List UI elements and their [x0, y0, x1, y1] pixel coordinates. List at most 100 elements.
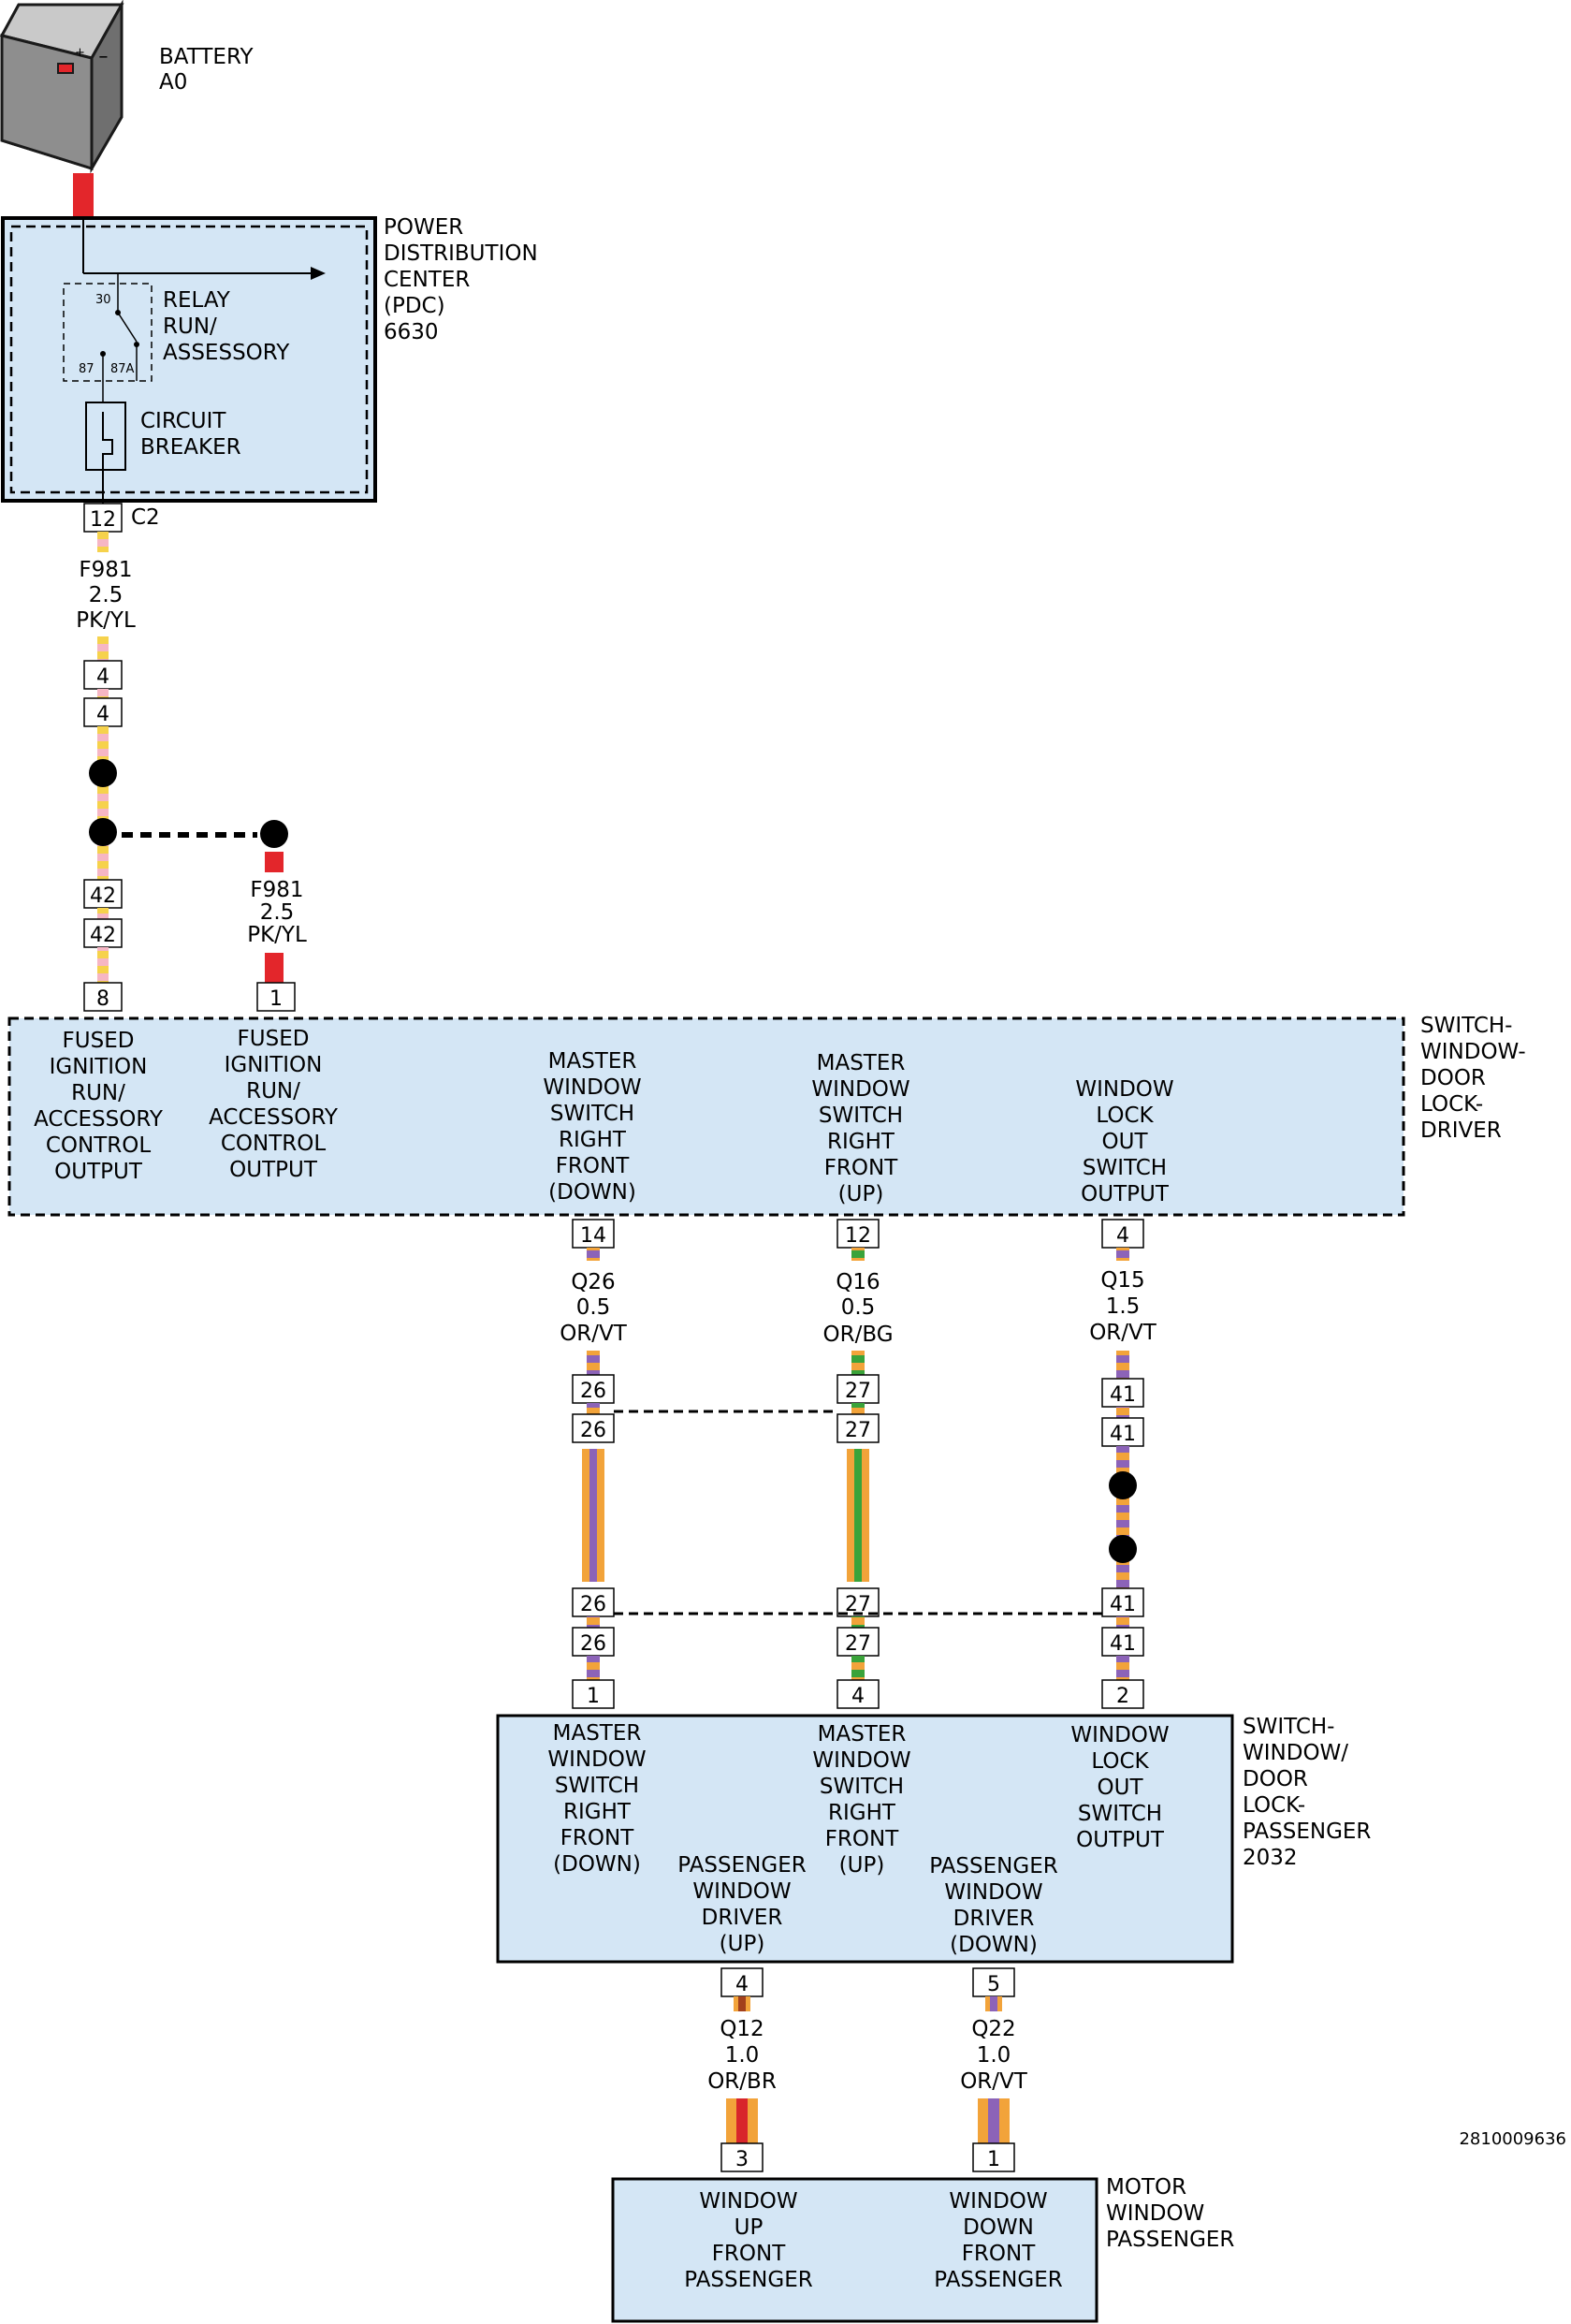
- svg-text:OR/BR: OR/BR: [707, 2069, 777, 2094]
- svg-text:PASSENGER: PASSENGER: [1106, 2228, 1234, 2252]
- svg-text:OUT: OUT: [1098, 1776, 1144, 1800]
- svg-text:Q16: Q16: [836, 1270, 880, 1294]
- svg-text:6630: 6630: [384, 320, 439, 344]
- wire-f981-seg2: [97, 636, 109, 661]
- svg-text:POWER: POWER: [384, 215, 463, 240]
- driver-pin-8: [83, 982, 123, 1012]
- inline-pin-26c: [572, 1587, 615, 1617]
- svg-text:LOCK-: LOCK-: [1420, 1092, 1483, 1117]
- diagram-id: 2810009636: [1459, 2129, 1566, 2149]
- pdc-pin-12: [83, 503, 123, 533]
- svg-text:FRONT: FRONT: [824, 1156, 899, 1180]
- svg-text:4: 4: [851, 1685, 865, 1708]
- svg-text:SWITCH: SWITCH: [819, 1104, 903, 1128]
- inline-pin-41a: [1101, 1378, 1144, 1408]
- svg-text:4: 4: [96, 665, 109, 689]
- svg-text:OUT: OUT: [1102, 1130, 1149, 1154]
- circuit-breaker-icon: [85, 402, 126, 471]
- pass-func-driver-up: PASSENGER WINDOW DRIVER (UP): [677, 1853, 806, 1956]
- svg-text:(UP): (UP): [838, 1182, 884, 1206]
- pass-pin-4-bottom: [720, 1967, 764, 1997]
- svg-text:26: 26: [580, 1419, 606, 1442]
- driver-switch-title: SWITCH- WINDOW- DOOR LOCK- DRIVER: [1420, 1014, 1526, 1143]
- driver-func-fused-ign-b: FUSED IGNITION RUN/ ACCESSORY CONTROL OU…: [209, 1027, 339, 1182]
- svg-text:WINDOW: WINDOW: [547, 1747, 646, 1772]
- driver-func-mws-down: MASTER WINDOW SWITCH RIGHT FRONT (DOWN): [543, 1049, 641, 1205]
- svg-text:WINDOW: WINDOW: [543, 1075, 641, 1100]
- svg-text:+: +: [75, 46, 85, 60]
- svg-text:CIRCUIT: CIRCUIT: [140, 409, 226, 433]
- driver-func-mws-up: MASTER WINDOW SWITCH RIGHT FRONT (UP): [811, 1051, 909, 1206]
- svg-text:CENTER: CENTER: [384, 268, 470, 292]
- svg-text:WINDOW: WINDOW: [811, 1077, 909, 1102]
- wire-q12-seg1: [734, 1996, 750, 2011]
- svg-text:WINDOW: WINDOW: [812, 1748, 910, 1773]
- svg-text:FRONT: FRONT: [560, 1826, 635, 1850]
- svg-text:DRIVER: DRIVER: [702, 1906, 783, 1930]
- passenger-switch-title: SWITCH- WINDOW/ DOOR LOCK- PASSENGER 203…: [1243, 1715, 1371, 1870]
- svg-text:RIGHT: RIGHT: [559, 1128, 627, 1152]
- svg-text:WINDOW: WINDOW: [944, 1880, 1042, 1905]
- motor-func-window-down: WINDOW DOWN FRONT PASSENGER: [934, 2189, 1062, 2292]
- svg-text:PASSENGER: PASSENGER: [677, 1853, 806, 1878]
- pass-func-lockout: WINDOW LOCK OUT SWITCH OUTPUT: [1070, 1723, 1169, 1852]
- svg-text:RUN/: RUN/: [163, 314, 217, 339]
- svg-text:FRONT: FRONT: [556, 1154, 631, 1178]
- svg-text:1.0: 1.0: [725, 2043, 760, 2068]
- svg-text:LOCK: LOCK: [1096, 1104, 1154, 1128]
- svg-text:MASTER: MASTER: [818, 1722, 907, 1747]
- svg-text:OR/VT: OR/VT: [1089, 1321, 1157, 1345]
- svg-text:WINDOW-: WINDOW-: [1420, 1040, 1526, 1064]
- battery-id: A0: [159, 70, 187, 95]
- pass-pin-4-top: [836, 1679, 880, 1709]
- svg-text:PK/YL: PK/YL: [247, 923, 307, 947]
- svg-text:FRONT: FRONT: [712, 2242, 787, 2266]
- svg-text:42: 42: [90, 924, 116, 947]
- pass-func-driver-down: PASSENGER WINDOW DRIVER (DOWN): [929, 1854, 1057, 1957]
- svg-text:IGNITION: IGNITION: [50, 1055, 148, 1079]
- svg-text:(PDC): (PDC): [384, 294, 445, 318]
- svg-text:OR/VT: OR/VT: [560, 1322, 628, 1346]
- wire-f981-branch-label: F981 2.5 PK/YL: [247, 878, 307, 947]
- svg-text:27: 27: [845, 1419, 871, 1442]
- wire-f981-label: F981 2.5 PK/YL: [76, 558, 136, 633]
- svg-text:LOCK-: LOCK-: [1243, 1793, 1305, 1818]
- svg-text:CONTROL: CONTROL: [46, 1133, 152, 1158]
- svg-text:CONTROL: CONTROL: [221, 1132, 327, 1156]
- svg-text:(DOWN): (DOWN): [548, 1180, 636, 1205]
- relay-box: [63, 283, 153, 382]
- arrow-right-icon: [311, 267, 326, 280]
- svg-text:41: 41: [1110, 1383, 1136, 1407]
- svg-text:(DOWN): (DOWN): [553, 1852, 641, 1877]
- relay-pin-30: 30: [95, 293, 111, 307]
- svg-text:41: 41: [1110, 1593, 1136, 1616]
- svg-text:−: −: [98, 51, 109, 65]
- svg-text:1.0: 1.0: [977, 2043, 1011, 2068]
- svg-text:8: 8: [96, 987, 109, 1011]
- svg-text:4: 4: [735, 1973, 749, 1996]
- inline-pin-26b: [572, 1413, 615, 1443]
- svg-text:RUN/: RUN/: [71, 1081, 125, 1105]
- svg-text:OUTPUT: OUTPUT: [1081, 1182, 1170, 1206]
- svg-text:IGNITION: IGNITION: [225, 1053, 323, 1077]
- breaker-label: CIRCUIT BREAKER: [140, 409, 241, 460]
- svg-text:WINDOW: WINDOW: [1075, 1077, 1173, 1102]
- svg-text:1: 1: [269, 987, 283, 1011]
- svg-text:MASTER: MASTER: [548, 1049, 637, 1074]
- svg-text:SWITCH: SWITCH: [1083, 1156, 1167, 1180]
- splice-node: [1109, 1535, 1137, 1563]
- svg-text:SWITCH: SWITCH: [820, 1775, 904, 1799]
- splice-node: [89, 818, 117, 846]
- svg-text:(UP): (UP): [839, 1853, 885, 1878]
- svg-text:Q26: Q26: [571, 1270, 615, 1294]
- svg-text:DRIVER: DRIVER: [953, 1907, 1035, 1931]
- driver-func-lockout: WINDOW LOCK OUT SWITCH OUTPUT: [1075, 1077, 1173, 1206]
- svg-text:14: 14: [580, 1224, 606, 1248]
- svg-text:1: 1: [587, 1685, 600, 1708]
- svg-text:(UP): (UP): [720, 1932, 765, 1956]
- svg-text:FUSED: FUSED: [63, 1029, 135, 1053]
- svg-text:4: 4: [96, 703, 109, 726]
- relay-pin-87a: 87A: [110, 362, 135, 376]
- svg-text:LOCK: LOCK: [1091, 1749, 1149, 1774]
